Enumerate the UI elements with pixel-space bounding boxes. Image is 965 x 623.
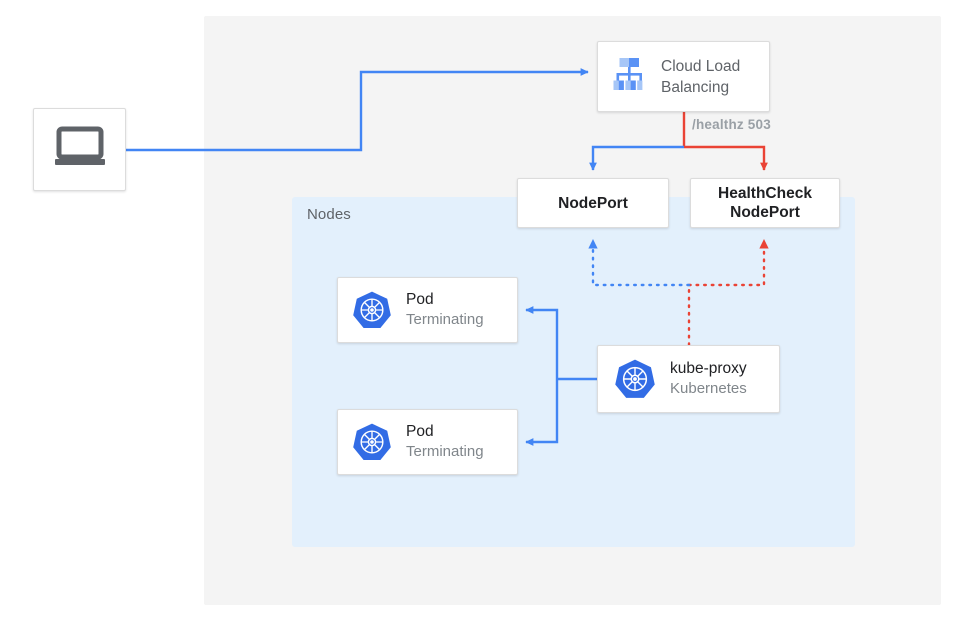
healthcheck-nodeport-node[interactable]: HealthCheck NodePort <box>690 178 840 228</box>
client-node[interactable] <box>33 108 126 191</box>
cloud-load-balancing-label-line2: Balancing <box>661 78 730 96</box>
kube-proxy-text: kube-proxy Kubernetes <box>670 359 747 399</box>
kubernetes-icon <box>614 358 656 400</box>
healthcheck-nodeport-label: HealthCheck NodePort <box>718 185 812 221</box>
nodeport-node[interactable]: NodePort <box>517 178 669 228</box>
nodes-region-label: Nodes <box>307 206 351 223</box>
pod-1-text: Pod Terminating <box>406 290 484 330</box>
pod-1-title: Pod <box>406 291 434 308</box>
cloud-load-balancing-icon <box>608 53 650 100</box>
pod-1-status: Terminating <box>406 311 484 328</box>
kubernetes-icon <box>352 422 392 462</box>
kube-proxy-title: kube-proxy <box>670 360 747 377</box>
pod-node-2[interactable]: Pod Terminating <box>337 409 518 475</box>
laptop-icon <box>53 126 107 173</box>
pod-2-title: Pod <box>406 423 434 440</box>
kubernetes-icon <box>352 290 392 330</box>
cloud-load-balancing-label-line1: Cloud Load <box>661 57 741 75</box>
pod-2-status: Terminating <box>406 443 484 460</box>
kube-proxy-subtitle: Kubernetes <box>670 380 747 397</box>
pod-node-1[interactable]: Pod Terminating <box>337 277 518 343</box>
nodeport-label: NodePort <box>558 194 628 212</box>
cloud-load-balancing-text: Cloud Load Balancing <box>661 56 740 98</box>
kube-proxy-node[interactable]: kube-proxy Kubernetes <box>597 345 780 413</box>
pod-2-text: Pod Terminating <box>406 422 484 462</box>
healthz-edge-label: /healthz 503 <box>692 117 771 132</box>
cloud-load-balancing-node[interactable]: Cloud Load Balancing <box>597 41 770 112</box>
